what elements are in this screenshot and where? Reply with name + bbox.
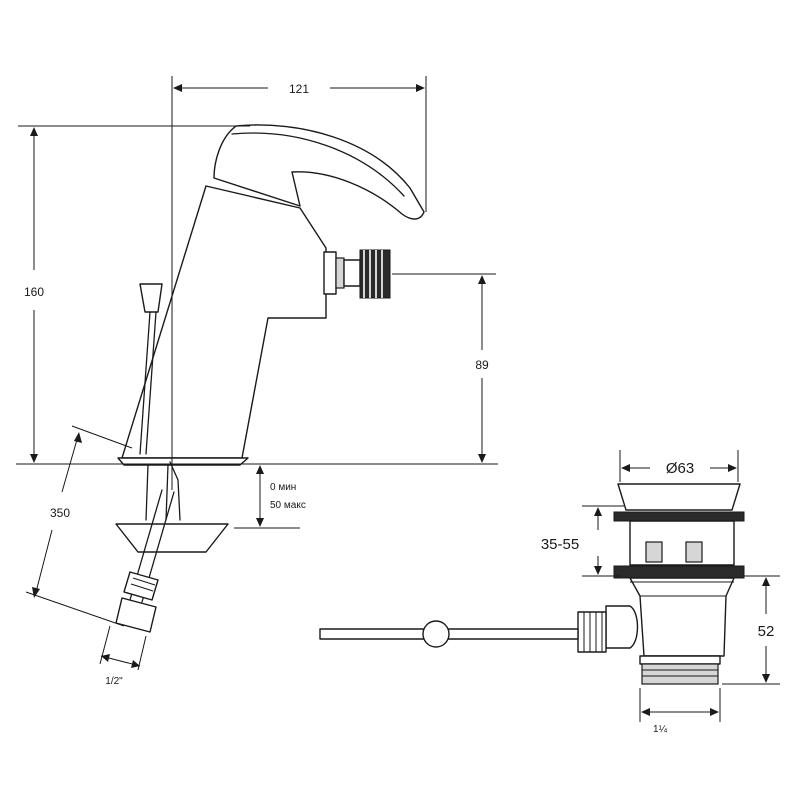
dimension-52: 52: [722, 575, 780, 685]
dim-89-label: 89: [475, 358, 489, 372]
dim-counter-max: 50 макс: [270, 500, 306, 511]
hose-assembly: [115, 461, 229, 633]
dim-d63-label: Ø63: [666, 460, 694, 477]
dim-52-label: 52: [758, 623, 775, 640]
dimension-35-55: 35-55: [541, 505, 624, 577]
drain-assembly: [577, 483, 745, 685]
dimension-89: 89: [392, 273, 496, 463]
dimension-121: 121: [171, 76, 427, 490]
popup-rod: [139, 283, 163, 455]
dimension-one-quarter: 1¼: [639, 688, 721, 735]
dim-121-label: 121: [289, 82, 309, 96]
dimension-160: 160: [16, 125, 498, 465]
dimension-d63: Ø63: [619, 450, 739, 482]
dim-160-label: 160: [24, 285, 44, 299]
dim-35-55-label: 35-55: [541, 536, 579, 553]
dim-350-label: 350: [50, 506, 70, 520]
dim-one-quarter-label: 1¼: [653, 723, 668, 735]
drain-pull-rod: [319, 620, 579, 648]
dimension-half-inch: 1/2": [99, 625, 147, 687]
dim-half-inch-label: 1/2": [105, 676, 123, 687]
dim-counter-min: 0 мин: [270, 482, 296, 493]
outlet-nozzle: [323, 249, 391, 299]
dimension-350: 350: [25, 425, 133, 627]
dimension-counter: 0 мин 50 макс: [234, 465, 306, 529]
faucet-body: [117, 124, 425, 466]
